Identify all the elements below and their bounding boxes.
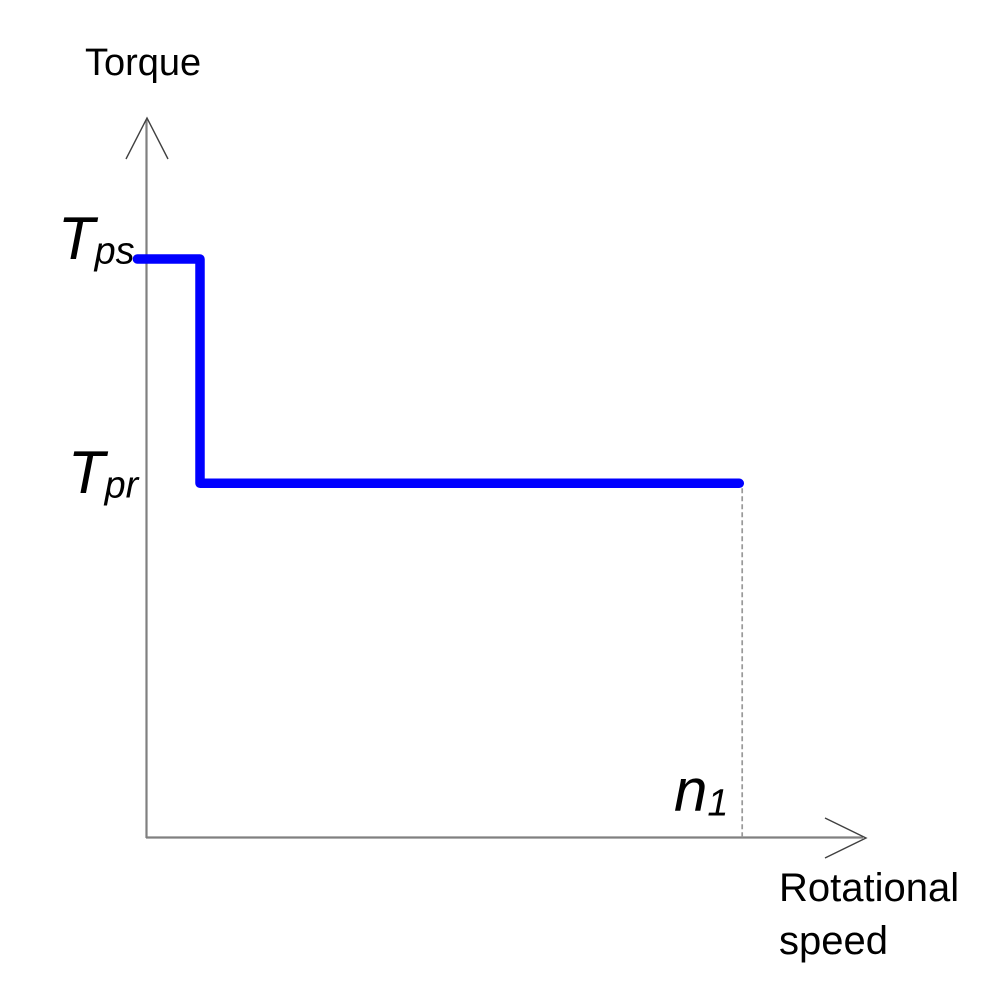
y-axis-title: Torque <box>85 42 202 84</box>
x-axis-title-line1: Rotational <box>779 866 960 910</box>
tpr-subscript: pr <box>104 464 139 507</box>
n1-base: n <box>674 757 708 824</box>
tps-subscript: ps <box>94 230 135 273</box>
torque-curve <box>132 254 745 489</box>
tps-base: T <box>58 205 95 272</box>
tpr-base: T <box>68 439 105 506</box>
y-tick-label-tpr: Tpr <box>68 443 138 505</box>
n1-subscript: 1 <box>707 782 729 825</box>
x-axis-title-line2: speed <box>779 919 888 963</box>
y-tick-label-tps: Tps <box>58 209 135 271</box>
y-axis-arrowhead-icon <box>125 116 169 160</box>
x-axis-title: Rotational speed <box>779 862 959 968</box>
x-axis-arrowhead-icon <box>824 817 868 859</box>
x-tick-label-n1: n1 <box>674 761 728 823</box>
